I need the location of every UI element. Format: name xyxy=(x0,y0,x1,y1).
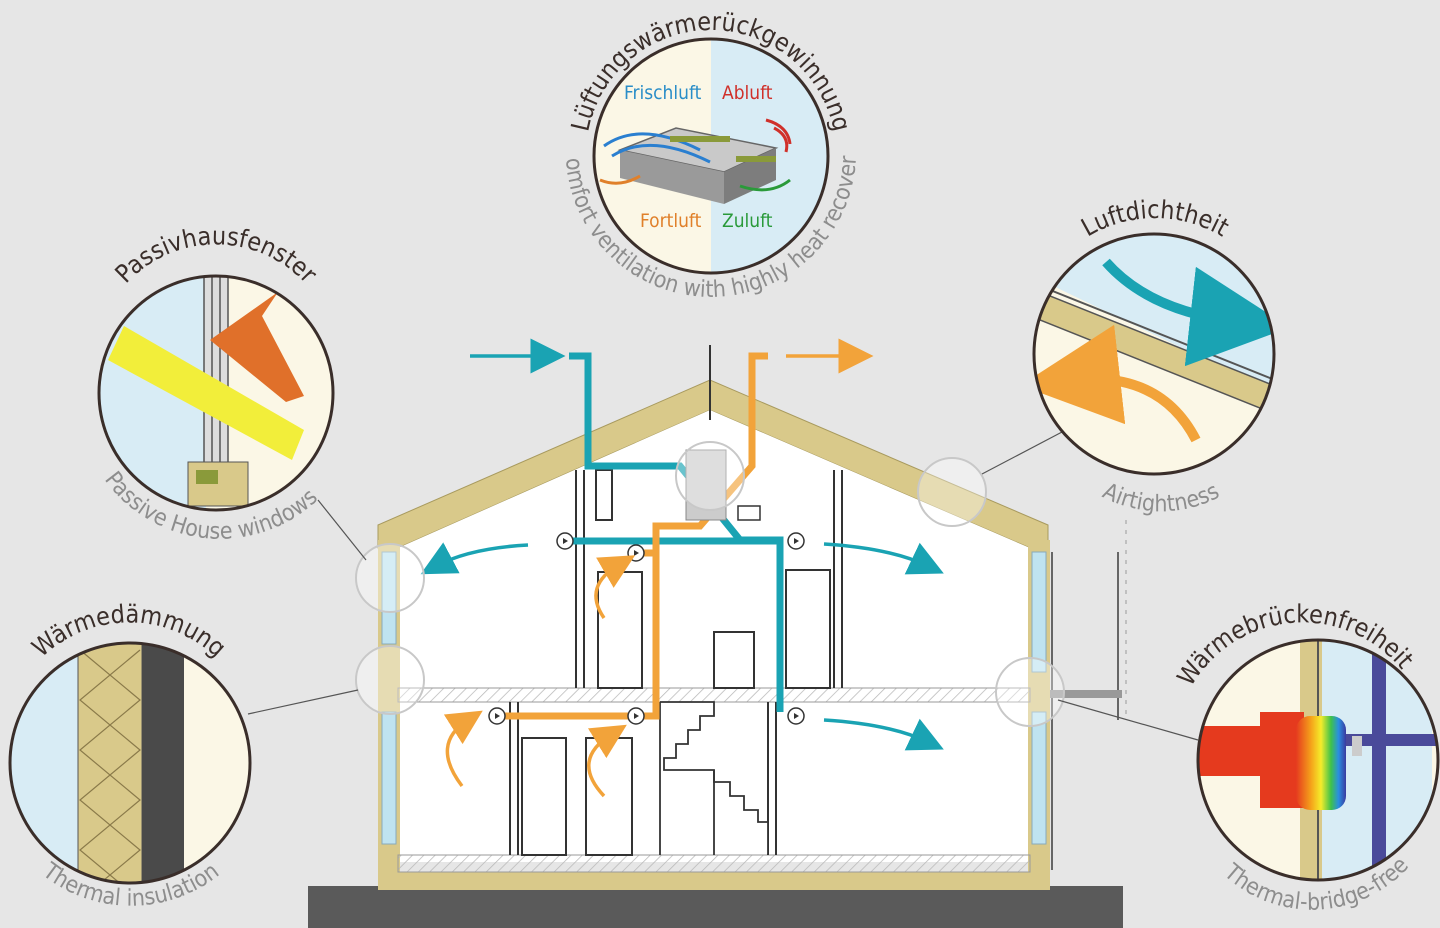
ground xyxy=(308,886,1123,928)
right-window-lower xyxy=(1031,711,1047,845)
left-window-upper xyxy=(381,551,397,645)
label-frischluft: Frischluft xyxy=(624,82,702,104)
house-section xyxy=(247,338,1199,928)
label-zuluft: Zuluft xyxy=(722,210,773,232)
left-window-lower xyxy=(381,711,397,845)
thermal-bridge-badge: Wärmebrückenfreiheit Thermal-bridge-free xyxy=(1171,599,1440,916)
fresh-air-ducts xyxy=(565,352,784,712)
floor-slab-insulation xyxy=(378,872,1050,890)
airtightness-subtitle: Airtightness xyxy=(1099,478,1224,517)
label-fortluft: Fortluft xyxy=(640,210,702,232)
label-abluft: Abluft xyxy=(722,82,773,104)
right-window-upper xyxy=(1031,551,1047,673)
middle-floor-slab xyxy=(397,687,1031,703)
windows-badge: Passivhausfenster Passive House windows xyxy=(97,221,335,545)
insulation-badge: Wärmedämmung Thermal insulation xyxy=(8,599,252,912)
staircase xyxy=(659,701,769,855)
ground-floor-slab xyxy=(397,854,1031,873)
airtightness-badge: Luftdichtheit Airtightness xyxy=(1032,195,1276,517)
